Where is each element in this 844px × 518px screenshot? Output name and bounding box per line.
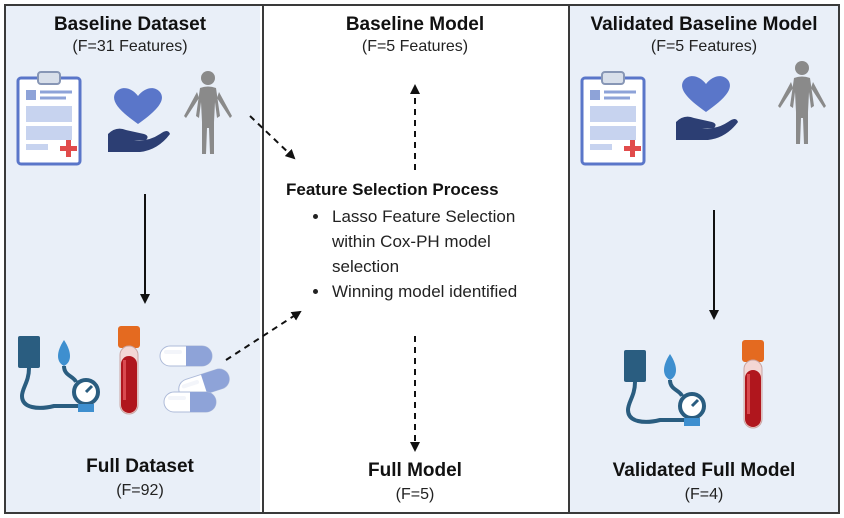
validated-baseline-model-title: Validated Baseline Model (590, 14, 818, 35)
pills-icon (159, 345, 213, 367)
feature-selection-item: Winning model identified (330, 279, 550, 304)
pills-icon (163, 391, 217, 413)
baseline-model-title: Baseline Model (345, 14, 485, 35)
heart-hand-icon (108, 88, 170, 152)
full-model-features: (F=5) (395, 486, 435, 503)
arrow-dataset-to-process (249, 115, 296, 160)
baseline-model-features: (F=5 Features) (361, 38, 469, 55)
human-body-icon (778, 61, 826, 144)
full-dataset-features: (F=92) (116, 482, 164, 499)
blood-tube-icon (117, 325, 141, 415)
clipboard-icon (580, 70, 646, 166)
feature-selection-item: Lasso Feature Selection within Cox-PH mo… (330, 204, 550, 279)
human-body-icon (184, 71, 232, 154)
baseline-dataset-features: (F=31 Features) (72, 38, 188, 55)
full-model-title: Full Model (368, 460, 462, 481)
validated-full-model-title: Validated Full Model (612, 460, 796, 481)
divider-right (568, 6, 570, 512)
baseline-dataset-title: Baseline Dataset (53, 14, 207, 35)
validated-baseline-model-features: (F=5 Features) (650, 38, 758, 55)
feature-selection-list: Lasso Feature Selection within Cox-PH mo… (306, 204, 550, 304)
blood-tube-icon (741, 339, 765, 429)
feature-selection-title: Feature Selection Process (286, 180, 499, 199)
divider-left (262, 6, 264, 512)
full-dataset-title: Full Dataset (86, 456, 194, 477)
heart-hand-icon (676, 76, 738, 140)
arrow-full-dataset-to-process (225, 310, 302, 361)
clipboard-icon (16, 70, 82, 166)
blood-pressure-monitor-icon (622, 348, 706, 428)
validated-full-model-features: (F=4) (684, 486, 724, 503)
blood-pressure-monitor-icon (16, 334, 100, 414)
frame (4, 4, 840, 514)
